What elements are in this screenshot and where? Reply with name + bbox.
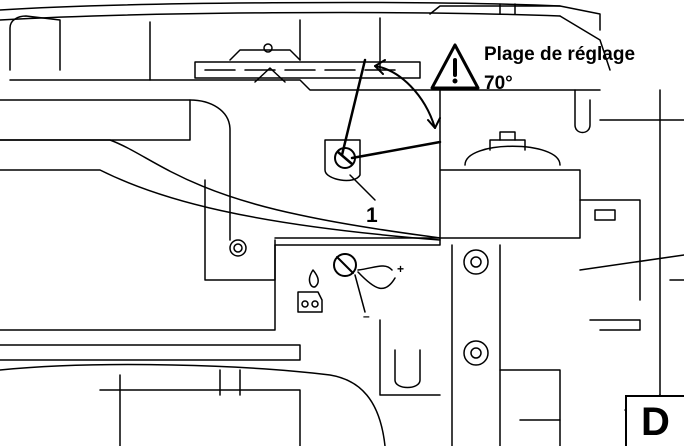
adjuster-symbol-plate <box>297 253 396 313</box>
plus-symbol: + <box>397 262 405 276</box>
chain-link-icon <box>297 291 323 313</box>
warning-triangle-icon <box>430 43 480 90</box>
top-housing <box>0 1 611 91</box>
tensioner-strip <box>194 43 421 83</box>
lower-section <box>0 319 561 446</box>
bar-with-screws <box>451 244 501 446</box>
minus-symbol: – <box>363 309 370 323</box>
adjustment-angle: 70° <box>484 73 513 94</box>
callout-number: 1 <box>366 204 378 227</box>
body-panels <box>0 99 441 361</box>
adjustment-range-arrows <box>340 58 442 160</box>
panel-label-box: D <box>625 395 684 446</box>
warning-title: Plage de réglage <box>484 44 636 65</box>
adjuster-screw <box>324 139 376 201</box>
panel-letter: D <box>641 400 670 444</box>
oil-drop-icon <box>308 269 319 288</box>
